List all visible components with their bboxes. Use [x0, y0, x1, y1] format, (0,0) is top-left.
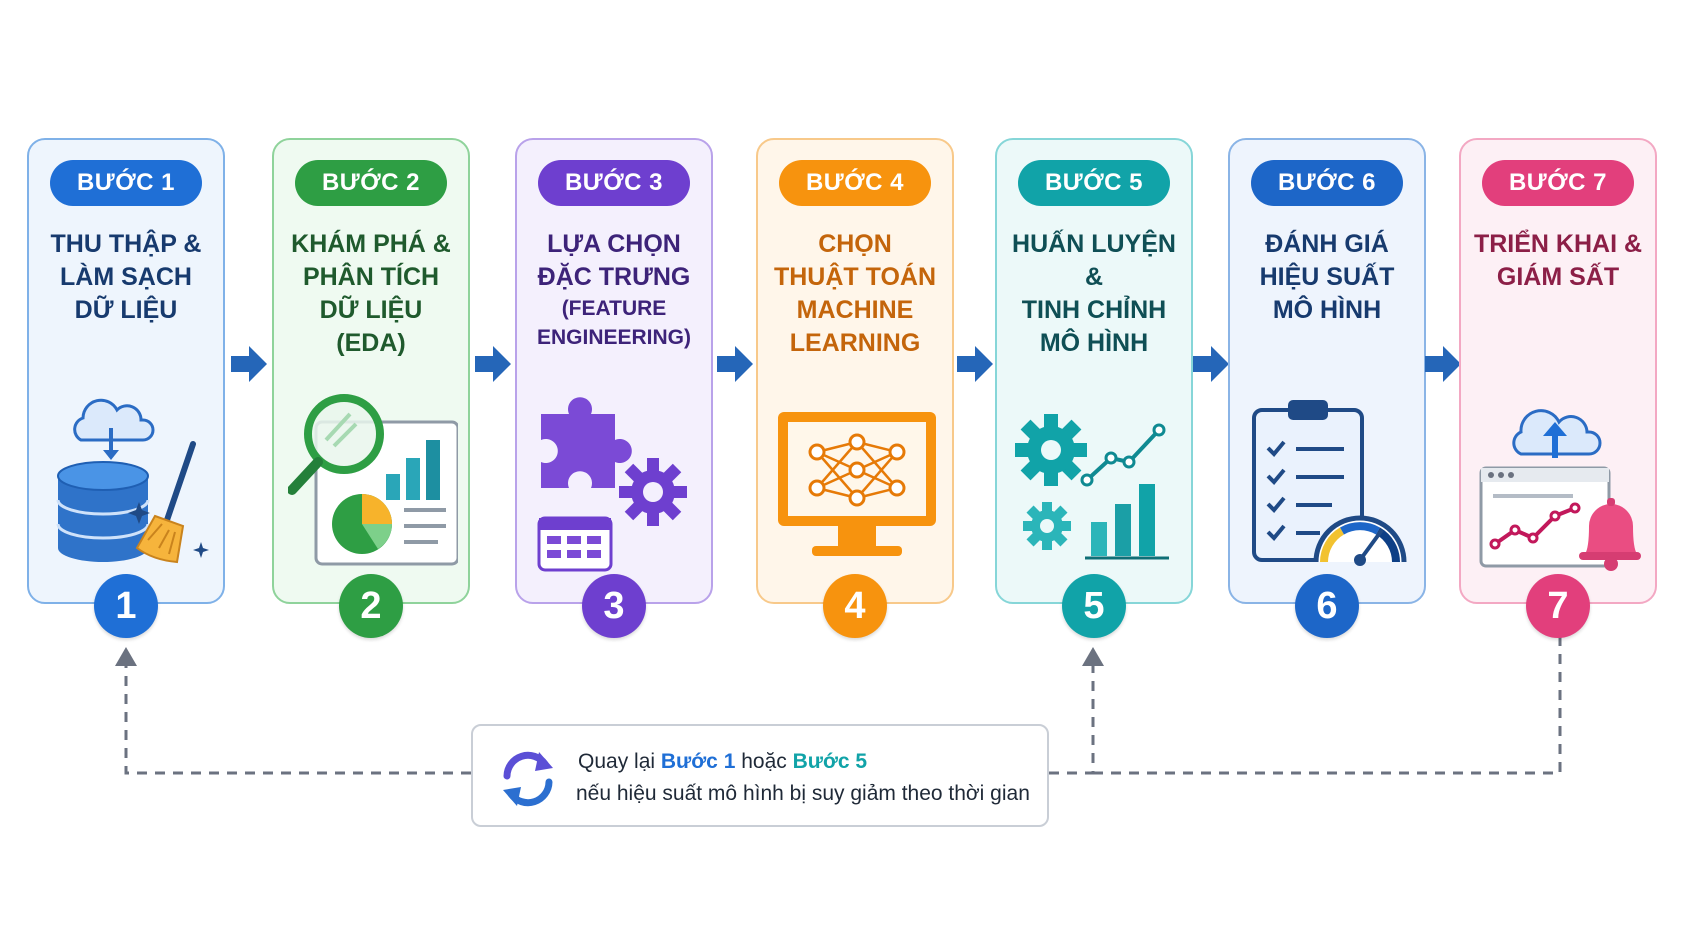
flow-arrow-1-to-2 — [230, 346, 267, 382]
step-subtitle-3: (FEATURE ENGINEERING) — [536, 297, 691, 349]
loop-arrowhead-step-5 — [1082, 647, 1104, 666]
step-title-5: HUẤN LUYỆN & TINH CHỈNH MÔ HÌNH — [1012, 230, 1176, 357]
loop-line-from-step-7 — [1093, 636, 1562, 775]
step-badge-6: BƯỚC 6 — [1251, 160, 1403, 206]
step-title-7: TRIỂN KHAI & GIÁM SẤT — [1473, 230, 1643, 291]
checklist-gauge-icon — [1244, 392, 1414, 572]
flow-arrow-2-to-3 — [474, 346, 511, 382]
step-number-2: 2 — [339, 574, 403, 638]
step-title-4: CHỌN THUẬT TOÁN MACHINE LEARNING — [773, 230, 937, 357]
step-title-2: KHÁM PHÁ & PHÂN TÍCH DỮ LIỆU (EDA) — [291, 230, 451, 357]
step-number-1: 1 — [94, 574, 158, 638]
step-badge-5: BƯỚC 5 — [1018, 160, 1170, 206]
note-line-1: Quay lại Bước 1 hoặc Bước 5 — [578, 750, 868, 773]
step-title-6: ĐÁNH GIÁ HIỆU SUẤT MÔ HÌNH — [1259, 230, 1395, 324]
step-badge-2: BƯỚC 2 — [295, 160, 447, 206]
step-number-3: 3 — [582, 574, 646, 638]
note-step-1: Bước 1 — [660, 750, 736, 773]
refresh-cycle-icon — [503, 751, 553, 807]
note-step-5: Bước 5 — [792, 750, 868, 773]
step-badge-4: BƯỚC 4 — [779, 160, 931, 206]
step-badge-1: BƯỚC 1 — [50, 160, 202, 206]
magnifier-chart-icon — [287, 392, 460, 572]
step-card-2: BƯỚC 2 KHÁM PHÁ & PHÂN TÍCH DỮ LIỆU (EDA)… — [272, 138, 470, 638]
loop-line-to-step-5 — [1049, 662, 1095, 775]
feedback-note: Quay lại Bước 1 hoặc Bước 5 nếu hiệu suấ… — [471, 724, 1049, 827]
loop-arrowhead-step-1 — [115, 647, 137, 666]
step-card-6: BƯỚC 6 ĐÁNH GIÁ HIỆU SUẤT MÔ HÌNH 6 — [1228, 138, 1426, 638]
flow-arrow-5-to-6 — [1192, 346, 1229, 382]
step-title-3: LỰA CHỌN ĐẶC TRƯNG(FEATURE ENGINEERING) — [521, 228, 707, 352]
loop-line-to-step-1 — [124, 662, 471, 775]
cloud-deploy-bell-icon — [1475, 392, 1645, 572]
step-card-7: BƯỚC 7 TRIỂN KHAI & GIÁM SẤT 7 — [1459, 138, 1657, 638]
step-number-4: 4 — [823, 574, 887, 638]
gears-growth-chart-icon — [1011, 392, 1181, 572]
step-card-1: BƯỚC 1 THU THẬP & LÀM SẠCH DỮ LIỆU 1 — [27, 138, 225, 638]
step-card-3: BƯỚC 3 LỰA CHỌN ĐẶC TRƯNG(FEATURE ENGINEE… — [515, 138, 713, 638]
step-card-5: BƯỚC 5 HUẤN LUYỆN & TINH CHỈNH MÔ HÌNH — [995, 138, 1193, 638]
step-badge-7: BƯỚC 7 — [1482, 160, 1634, 206]
step-number-6: 6 — [1295, 574, 1359, 638]
step-card-4: BƯỚC 4 CHỌN THUẬT TOÁN MACHINE LEARNING 4 — [756, 138, 954, 638]
database-cleaning-icon — [43, 392, 213, 572]
step-number-7: 7 — [1526, 574, 1590, 638]
puzzle-gear-icon — [531, 392, 701, 572]
step-title-1: THU THẬP & LÀM SẠCH DỮ LIỆU — [50, 230, 202, 324]
neural-network-monitor-icon — [772, 392, 942, 572]
note-line-2: nếu hiệu suất mô hình bị suy giảm theo t… — [576, 782, 1030, 805]
step-badge-3: BƯỚC 3 — [538, 160, 690, 206]
flow-arrow-4-to-5 — [956, 346, 993, 382]
flow-arrow-3-to-4 — [716, 346, 753, 382]
flow-arrow-6-to-7 — [1424, 346, 1461, 382]
step-number-5: 5 — [1062, 574, 1126, 638]
